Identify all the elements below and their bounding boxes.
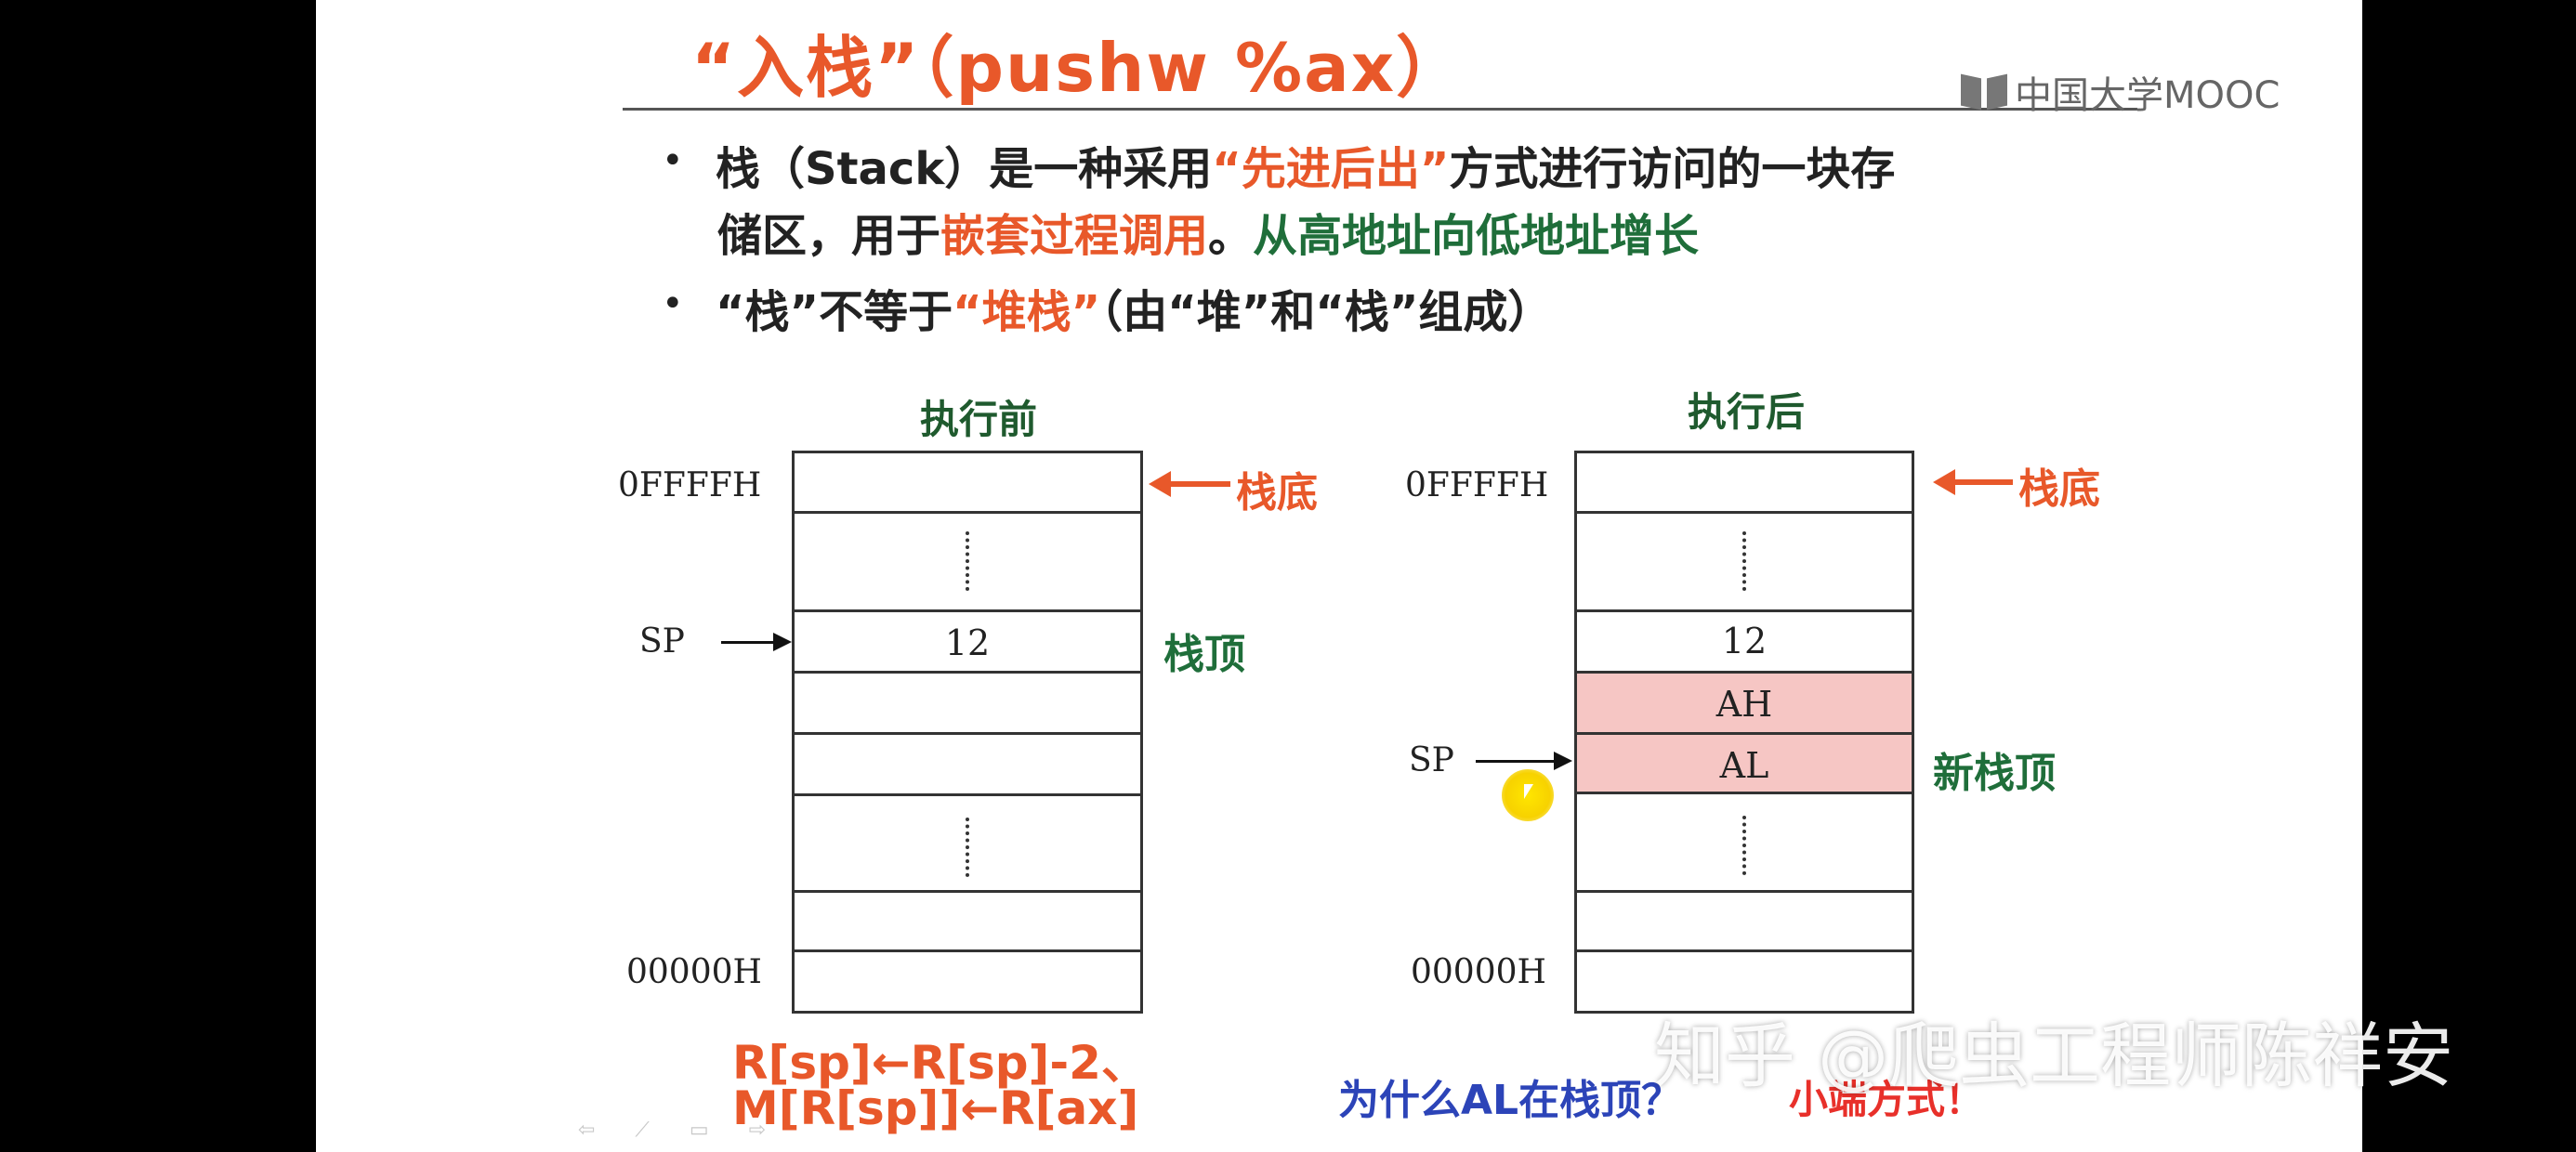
bullet-2-text-a: “栈”不等于 <box>716 286 953 338</box>
zhihu-watermark: 知乎 @爬虫工程师陈祥安 <box>1654 1015 2454 1097</box>
answer-text: 小端方式！ <box>1789 1077 1985 1122</box>
logo-text: 中国大学MOOC <box>2015 74 2280 117</box>
after-bottom-arrow <box>1933 469 2013 495</box>
stack-row-divider <box>1577 792 1912 794</box>
after-label: 执行后 <box>1688 389 1806 435</box>
after-top-address: 0FFFFH <box>1405 466 1549 504</box>
stack-row-divider <box>1577 511 1912 514</box>
formula-line-2: M[R[sp]]←R[ax] <box>732 1081 1139 1135</box>
bullet-2: “栈”不等于“堆栈”（由“堆”和“栈”组成） <box>716 275 1552 340</box>
pushed-cells-highlight <box>1577 671 1912 792</box>
before-stack: 12 <box>792 451 1143 1014</box>
before-bottom-address: 00000H <box>626 953 762 991</box>
stack-row-divider <box>1577 732 1912 735</box>
bullet-2-text-b: （由“堆”和“栈”组成） <box>1100 286 1553 338</box>
before-bottom-arrow <box>1149 471 1230 497</box>
bullet-1-text-a: 栈（Stack）是一种采用 <box>716 143 1213 195</box>
question-text: 为什么AL在栈顶？ <box>1338 1077 1683 1124</box>
bullet-2-highlight: “堆栈” <box>953 286 1101 338</box>
after-bottom-address: 00000H <box>1411 953 1546 991</box>
stack-row-divider <box>1577 890 1912 893</box>
stack-row-divider <box>795 511 1140 514</box>
before-label: 执行前 <box>920 397 1038 442</box>
title-divider <box>623 108 2137 111</box>
bullet-dot-1: • <box>662 139 684 182</box>
bullet-dot-2: • <box>662 282 684 325</box>
after-sp-label: SP <box>1409 741 1454 779</box>
stack-row-divider <box>795 732 1140 735</box>
bullet-1-period: 。 <box>1208 210 1254 262</box>
stack-row-divider <box>795 890 1140 893</box>
after-cell-al: AL <box>1719 745 1769 786</box>
slide: “入栈”（pushw %ax） 中国大学MOOC • 栈（Stack）是一种采用… <box>316 0 2362 1152</box>
stack-row-divider <box>1577 949 1912 952</box>
stack-row-divider <box>1577 609 1912 612</box>
ellipsis-dots <box>966 818 969 877</box>
after-new-top-label: 新栈顶 <box>1933 750 2056 797</box>
slide-title: “入栈”（pushw %ax） <box>690 29 1465 107</box>
before-top-label: 栈顶 <box>1163 631 1245 678</box>
bullet-1-line-2: 储区，用于嵌套过程调用。从高地址向低地址增长 <box>717 199 1699 264</box>
bullet-1-highlight-2: 嵌套过程调用 <box>940 210 1209 262</box>
book-icon <box>1961 76 2007 108</box>
stack-row-divider <box>795 793 1140 796</box>
after-cell-ah: AH <box>1715 684 1773 725</box>
before-sp-arrow <box>721 633 792 651</box>
after-cell-12: 12 <box>1721 621 1768 661</box>
stack-row-divider <box>1577 671 1912 674</box>
ellipsis-dots <box>966 531 969 591</box>
formula-line-1: R[sp]←R[sp]-2、 <box>732 1036 1148 1090</box>
bullet-1-text-c: 储区，用于 <box>717 210 941 262</box>
after-bottom-label: 栈底 <box>2018 465 2100 513</box>
bullet-1-text-b: 方式进行访问的一块存 <box>1449 143 1896 195</box>
stack-row-divider <box>795 671 1140 674</box>
after-sp-arrow <box>1476 752 1572 770</box>
bullet-1-growth-note: 从高地址向低地址增长 <box>1253 210 1700 262</box>
ellipsis-dots <box>1742 531 1746 591</box>
after-stack: 12 AH AL <box>1574 451 1914 1014</box>
before-bottom-label: 栈底 <box>1236 469 1318 517</box>
stack-row-divider <box>795 949 1140 952</box>
before-cell-12: 12 <box>944 622 991 663</box>
stack-row-divider <box>795 609 1140 612</box>
before-top-address: 0FFFFH <box>618 466 762 504</box>
ellipsis-dots <box>1742 816 1746 875</box>
mooc-logo: 中国大学MOOC <box>1961 65 2280 119</box>
bullet-1-highlight: “先进后出” <box>1212 143 1450 195</box>
bullet-1-line-1: 栈（Stack）是一种采用“先进后出”方式进行访问的一块存 <box>716 132 1895 197</box>
before-sp-label: SP <box>639 622 685 661</box>
mouse-cursor-icon <box>1524 784 1533 799</box>
slide-nav-controls[interactable]: ⇦ ⟋ ▭ ⇨ <box>578 1119 783 1142</box>
